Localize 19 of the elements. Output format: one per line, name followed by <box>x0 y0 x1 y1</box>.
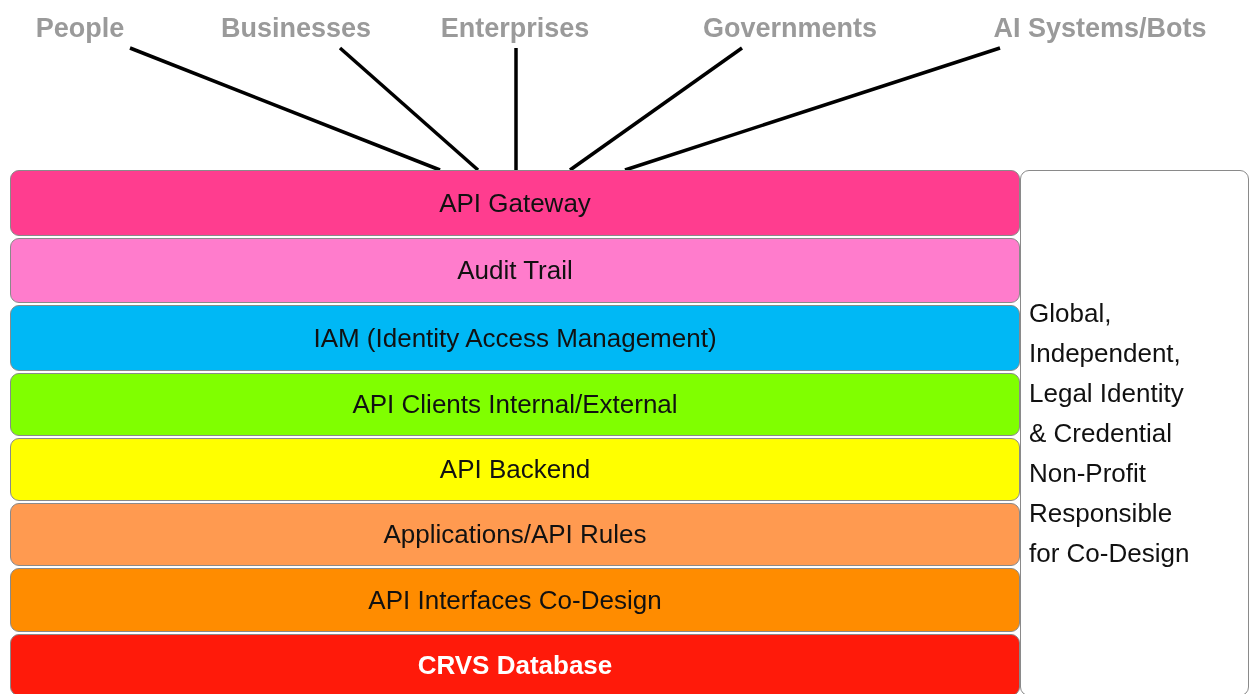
stakeholder-label: Businesses <box>220 8 372 48</box>
layer-bar: CRVS Database <box>10 634 1020 694</box>
stakeholder-label: Enterprises <box>440 8 590 48</box>
stakeholder-label: People <box>35 8 125 48</box>
connector-line <box>514 48 518 170</box>
layer-bar: Audit Trail <box>10 238 1020 303</box>
stakeholder-label: Governments <box>702 8 878 48</box>
connector-line <box>129 46 441 172</box>
layer-bar: API Clients Internal/External <box>10 373 1020 436</box>
connector-line <box>338 46 480 172</box>
stakeholder-label: AI Systems/Bots <box>993 8 1207 48</box>
connector-line <box>569 46 743 172</box>
layer-bar: API Backend <box>10 438 1020 501</box>
side-note-panel: Global, Independent, Legal Identity & Credential Non-Profit Responsible for Co-Design <box>1020 170 1249 694</box>
layer-bar: API Gateway <box>10 170 1020 236</box>
layer-bar: Applications/API Rules <box>10 503 1020 566</box>
layer-bar: IAM (Identity Access Management) <box>10 305 1020 371</box>
layer-bar: API Interfaces Co-Design <box>10 568 1020 632</box>
connector-line <box>624 46 1001 172</box>
